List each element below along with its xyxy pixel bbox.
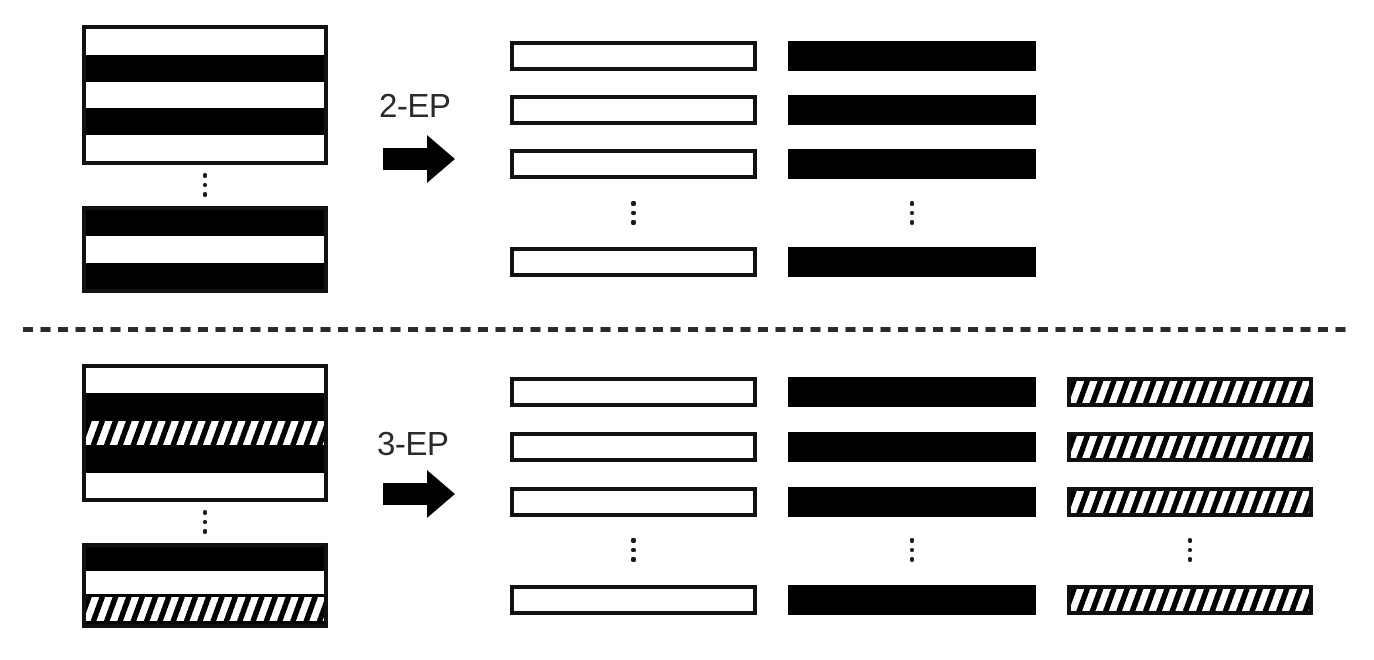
ellipsis-dot (202, 182, 207, 187)
white-stripe (86, 134, 324, 162)
white-bar (510, 487, 757, 517)
black-bar (788, 95, 1036, 125)
ellipsis-dot (1187, 547, 1192, 552)
white-bar (510, 41, 757, 71)
ellipsis-dot (909, 210, 914, 215)
black-bar (788, 432, 1036, 462)
right-arrow-icon (383, 135, 455, 183)
black-stripe (86, 210, 324, 237)
black-bar (788, 247, 1036, 277)
white-stripe (86, 473, 324, 498)
right-arrow-icon (383, 470, 455, 518)
ellipsis-dot (909, 547, 914, 552)
ellipsis-dot (1187, 557, 1192, 562)
white-bar (510, 95, 757, 125)
ellipsis-dot (202, 173, 207, 178)
column-vertical-ellipsis (631, 538, 636, 562)
white-bar (510, 377, 757, 407)
hatched-bar (1067, 377, 1313, 407)
ellipsis-dot (631, 547, 636, 552)
stack-vertical-ellipsis (202, 173, 207, 197)
black-stripe (86, 448, 324, 474)
white-bar (510, 247, 757, 277)
ellipsis-dot (909, 557, 914, 562)
black-stripe (86, 55, 324, 82)
black-stripe (86, 392, 324, 418)
ellipsis-dot (1187, 538, 1192, 543)
white-stripe (86, 29, 324, 56)
white-stripe (86, 236, 324, 263)
column-vertical-ellipsis (909, 201, 914, 225)
ellipsis-dot (202, 192, 207, 197)
ellipsis-dot (909, 538, 914, 543)
white-bar (510, 149, 757, 179)
ellipsis-dot (202, 510, 207, 515)
white-bar (510, 432, 757, 462)
black-bar (788, 585, 1036, 615)
column-vertical-ellipsis (1187, 538, 1192, 562)
ellipsis-dot (631, 557, 636, 562)
input-stack-3ep-2 (82, 543, 328, 628)
hatched-bar (1067, 487, 1313, 517)
ellipsis-dot (202, 529, 207, 534)
dashed-divider (23, 327, 1348, 332)
hatched-stripe (86, 594, 324, 625)
ellipsis-dot (631, 201, 636, 206)
ellipsis-dot (909, 220, 914, 225)
input-stack-2ep-1 (82, 25, 328, 165)
black-stripe (86, 547, 324, 571)
label-2ep: 2-EP (379, 87, 451, 124)
column-vertical-ellipsis (909, 538, 914, 562)
black-bar (788, 487, 1036, 517)
ellipsis-dot (202, 519, 207, 524)
input-stack-2ep-2 (82, 206, 328, 293)
input-stack-3ep-1 (82, 364, 328, 502)
black-bar (788, 41, 1036, 71)
black-bar (788, 377, 1036, 407)
ellipsis-dot (631, 538, 636, 543)
stack-vertical-ellipsis (202, 510, 207, 534)
label-3ep: 3-EP (377, 425, 449, 462)
ellipsis-dot (631, 210, 636, 215)
white-bar (510, 585, 757, 615)
white-stripe (86, 570, 324, 595)
black-bar (788, 149, 1036, 179)
ellipsis-dot (909, 201, 914, 206)
black-stripe (86, 262, 324, 289)
ellipsis-dot (631, 220, 636, 225)
white-stripe (86, 81, 324, 109)
hatched-stripe (86, 417, 324, 449)
column-vertical-ellipsis (631, 201, 636, 225)
white-stripe (86, 368, 324, 393)
hatched-bar (1067, 432, 1313, 462)
black-stripe (86, 108, 324, 135)
hatched-bar (1067, 585, 1313, 615)
